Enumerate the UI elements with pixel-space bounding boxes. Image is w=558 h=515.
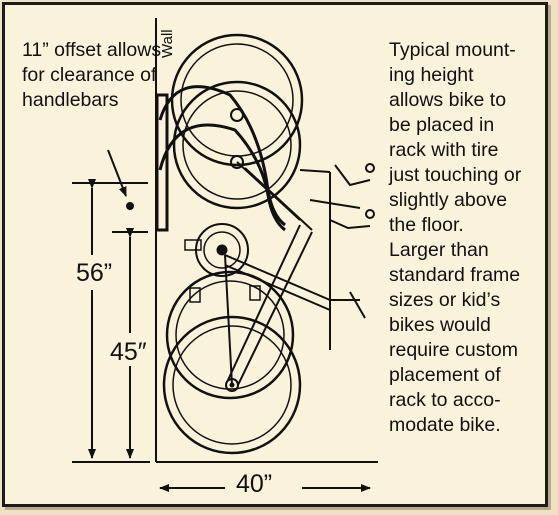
chainring: [184, 223, 249, 277]
dimension-45-lines: [112, 228, 150, 463]
handlebars: [329, 163, 375, 230]
rear-wheel: [162, 270, 302, 455]
bike-fork: [236, 161, 361, 350]
dimension-56-label: 56”: [76, 259, 113, 287]
mounting-description: Typical mount- ing height allows bike to…: [389, 39, 522, 436]
dimension-45-label: 45″: [110, 338, 147, 366]
offset-note: 11” offset allows for clearance of handl…: [22, 39, 162, 111]
offset-pointer: [107, 149, 134, 210]
dimension-40-label: 40”: [236, 470, 273, 498]
dimension-56-lines: [72, 179, 148, 463]
wall-floor-lines: [155, 18, 378, 463]
front-wheel: [170, 33, 304, 210]
